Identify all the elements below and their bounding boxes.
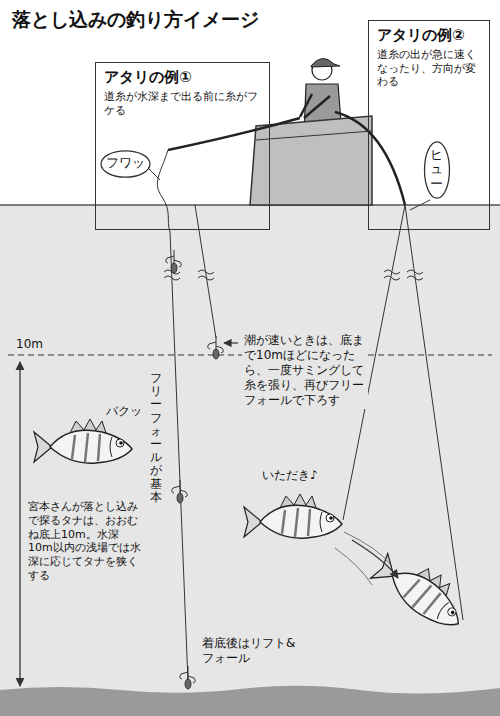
depth-label: 10m	[14, 336, 58, 353]
boat-rail	[256, 131, 372, 140]
fish	[34, 419, 132, 463]
fish	[370, 543, 476, 635]
fishing-rod	[335, 112, 405, 205]
bubble-tail	[410, 200, 430, 210]
vertical-note: フリーフォールが基本	[150, 372, 162, 504]
fish	[244, 494, 342, 538]
note-text: 宮本さんが落とし込みで探るタナは、おおむね底上10m。水深10m以内の浅場では水…	[28, 500, 143, 583]
note-arrow	[224, 342, 238, 343]
note-text: 潮が速いときは、底まで10mほどになったら、一度サミングして糸を張り、再びフリー…	[242, 332, 368, 409]
depth-arrow	[19, 362, 20, 686]
callout-heading: アタリの例②	[377, 26, 481, 45]
callout-body: 道糸の出が急に速くなったり、方向が変わる	[377, 48, 481, 89]
title: 落とし込みの釣り方イメージ	[12, 8, 259, 32]
bubble-tail	[148, 168, 160, 180]
sound-effect: ヒュー	[430, 148, 443, 191]
note-text: 着底後はリフト&フォール	[202, 636, 302, 666]
fishing-line	[170, 232, 188, 682]
callout-body: 道糸が水深まで出る前に糸がフケる	[104, 90, 261, 118]
fishing-rod	[168, 118, 300, 150]
sound-effect: フワッ	[106, 155, 145, 171]
line-break-mark	[164, 270, 423, 280]
speech-bubble: フワッ	[100, 150, 151, 178]
motion-lines	[335, 532, 392, 585]
speech-bubble: ヒュー	[424, 140, 450, 200]
rig	[166, 250, 224, 689]
water	[0, 205, 500, 695]
seabed	[0, 686, 500, 716]
slack-line	[157, 150, 170, 232]
fishing-line	[405, 205, 463, 620]
sound-effect: いただき♪	[262, 468, 334, 483]
fishing-line	[195, 205, 216, 338]
callout-heading: アタリの例①	[104, 68, 261, 87]
boat	[250, 116, 372, 205]
callout-box: アタリの例① 道糸が水深まで出る前に糸がフケるフワッ	[95, 62, 270, 230]
callout-box: アタリの例② 道糸の出が急に速くなったり、方向が変わるヒュー	[368, 20, 490, 230]
motion-arrow	[352, 540, 398, 578]
